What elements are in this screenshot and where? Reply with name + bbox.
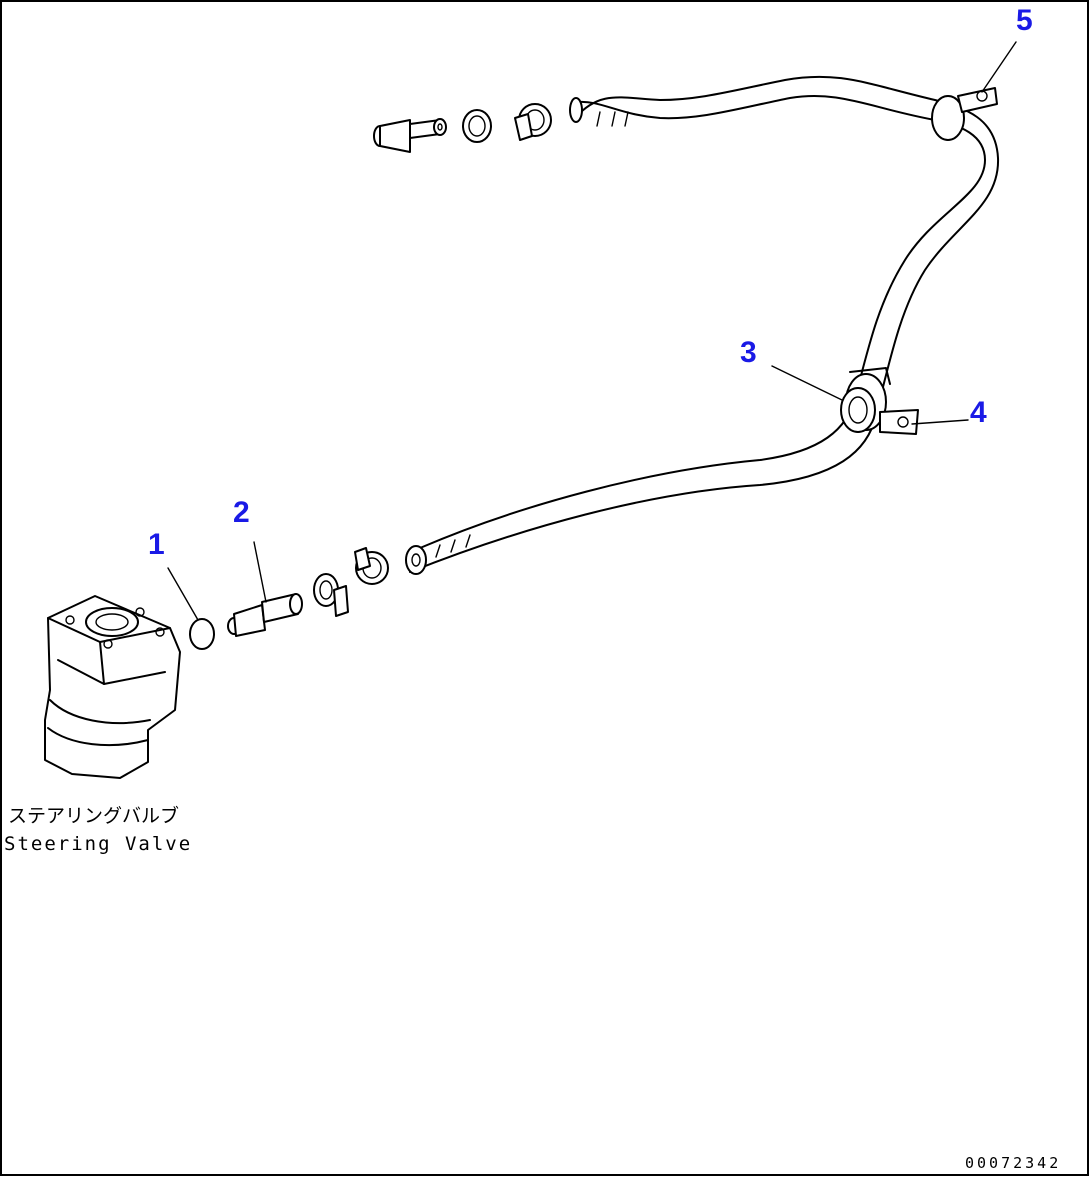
hose <box>405 75 1000 575</box>
component-label-en: Steering Valve <box>4 833 192 855</box>
top-hose-clamp <box>931 87 998 141</box>
o-ring <box>189 618 215 650</box>
callout-2: 2 <box>233 496 250 529</box>
component-label-jp: ステアリングバルブ <box>8 804 179 827</box>
hose-clamp <box>840 367 919 435</box>
callout-5: 5 <box>1016 4 1033 37</box>
steering-valve <box>44 595 181 779</box>
leader-lines <box>167 41 1017 621</box>
callout-3: 3 <box>740 336 757 369</box>
callout-4: 4 <box>970 396 987 429</box>
lower-fittings <box>189 547 389 650</box>
drawing-number: 00072342 <box>965 1154 1061 1172</box>
top-fittings <box>373 103 552 153</box>
callout-1: 1 <box>148 528 165 561</box>
